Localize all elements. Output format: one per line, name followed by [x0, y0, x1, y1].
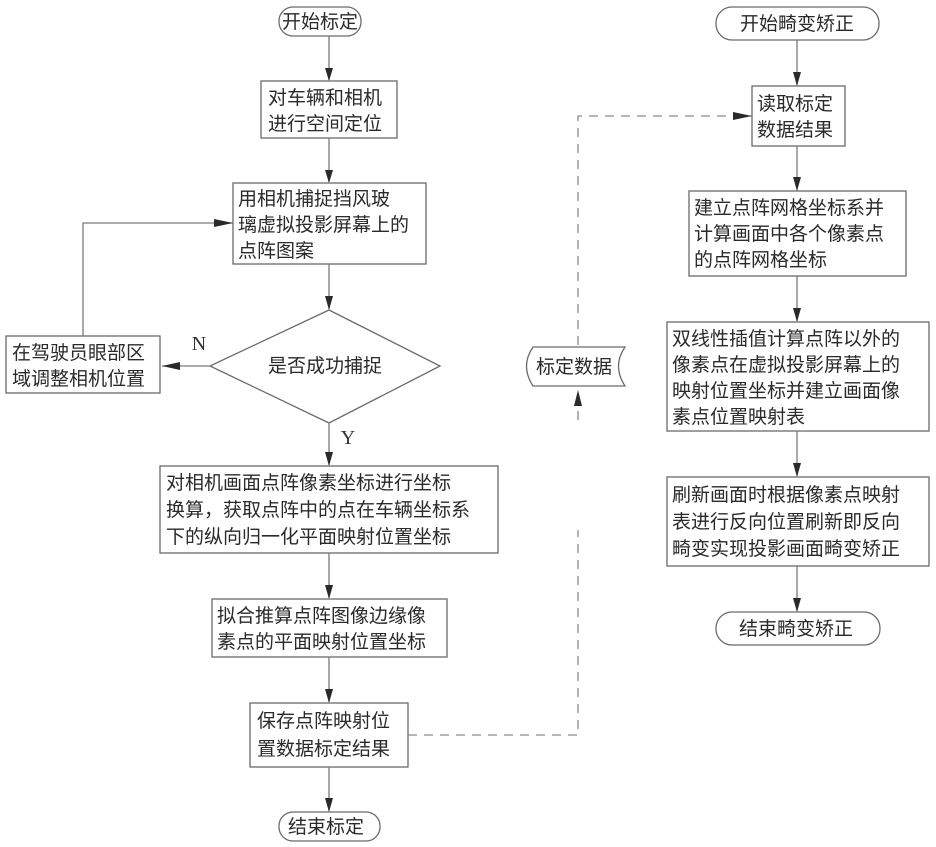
left-step2-line1: 用相机捕捉挡风玻: [238, 188, 390, 210]
dashed-connector-datastore-to-read: [577, 115, 752, 345]
right-step2-line3: 的点阵网格坐标: [694, 249, 827, 271]
arrow-down-icon: [793, 177, 801, 191]
right-step4-box: [666, 476, 930, 567]
left-step4-box: [211, 598, 448, 658]
adjust-line2: 域调整相机位置: [12, 368, 145, 390]
right-start-terminator: 开始畸变矫正: [715, 6, 880, 41]
left-start-label: 开始标定: [282, 11, 358, 33]
left-decision-capture-success: 是否成功捕捉: [208, 309, 442, 424]
left-step3-line3: 下的纵向归一化平面映射位置坐标: [166, 526, 451, 548]
right-end-terminator: 结束畸变矫正: [715, 611, 881, 646]
left-step3-line2: 换算，获取点阵中的点在车辆坐标系: [166, 499, 470, 521]
arrow-down-icon: [325, 296, 333, 310]
left-step1-line1: 对车辆和相机: [268, 87, 382, 109]
arrow-right-icon: [733, 112, 752, 120]
right-step4-line2: 表进行反向位置刷新即反向: [672, 511, 900, 533]
dashed-connector-save-to-datastore: [408, 530, 579, 736]
left-step-coordinate-conversion: 对相机画面点阵像素坐标进行坐标 换算，获取点阵中的点在车辆坐标系 下的纵向归一化…: [159, 465, 499, 554]
left-step1-box: [260, 80, 398, 139]
adjust-box: [5, 335, 161, 394]
right-step4-line1: 刷新画面时根据像素点映射: [672, 484, 900, 506]
left-start-terminator: 开始标定: [278, 6, 362, 37]
left-step4-line2: 素点的平面映射位置坐标: [217, 631, 426, 653]
arrow-right-icon: [214, 219, 233, 227]
left-step1-line2: 进行空间定位: [268, 113, 382, 135]
left-step2-line2: 璃虚拟投影屏幕上的: [238, 214, 409, 236]
right-step3-line1: 双线性插值计算点阵以外的: [672, 328, 900, 350]
arrow-left-icon: [162, 362, 180, 370]
left-step-edge-fitting: 拟合推算点阵图像边缘像 素点的平面映射位置坐标: [211, 598, 448, 658]
datastore-label: 标定数据: [536, 356, 612, 378]
right-start-label: 开始畸变矫正: [740, 13, 854, 35]
left-step-vehicle-camera-positioning: 对车辆和相机 进行空间定位: [260, 80, 398, 139]
arrow-down-icon: [325, 585, 333, 599]
arrow-down-icon: [325, 452, 333, 466]
right-step-read-calibration: 读取标定 数据结果: [751, 85, 846, 147]
arrow-down-icon: [325, 798, 333, 812]
left-step-adjust-camera: 在驾驶员眼部区 域调整相机位置: [5, 335, 161, 394]
left-step5-line2: 置数据标定结果: [257, 738, 390, 760]
arrow-down-icon: [325, 170, 333, 183]
right-end-label: 结束畸变矫正: [739, 618, 853, 640]
right-step1-box: [751, 85, 846, 147]
decision-no-label: N: [192, 333, 206, 355]
right-step1-line2: 数据结果: [757, 119, 833, 141]
left-start-shape: [278, 6, 362, 37]
right-step-bilinear-interpolation: 双线性插值计算点阵以外的 像素点在虚拟投影屏幕上的 映射位置坐标并建立画面像 素…: [666, 321, 930, 432]
adjust-line1: 在驾驶员眼部区: [12, 342, 145, 364]
left-end-terminator: 结束标定: [278, 811, 381, 842]
arrow-down-icon: [793, 598, 801, 612]
left-step5-line1: 保存点阵映射位: [257, 710, 390, 732]
right-step-refresh-correction: 刷新画面时根据像素点映射 表进行反向位置刷新即反向 畸变实现投影画面畸变矫正: [666, 476, 930, 567]
decision-yes-label: Y: [341, 427, 355, 449]
left-end-label: 结束标定: [288, 816, 364, 838]
left-step2-line3: 点阵图案: [238, 240, 314, 262]
left-end-shape: [278, 811, 381, 842]
right-step3-line3: 映射位置坐标并建立画面像: [672, 380, 900, 402]
right-step4-line3: 畸变实现投影画面畸变矫正: [672, 538, 900, 560]
arrow-down-icon: [325, 68, 333, 81]
arrow-down-icon: [325, 689, 333, 703]
right-end-shape: [715, 611, 881, 646]
datastore-calibration-data: 标定数据: [525, 346, 627, 387]
right-step2-line2: 计算画面中各个像素点: [694, 223, 884, 245]
arrow-down-icon: [793, 72, 801, 86]
left-step-capture-dot-pattern: 用相机捕捉挡风玻 璃虚拟投影屏幕上的 点阵图案: [232, 182, 427, 265]
left-step-save-results: 保存点阵映射位 置数据标定结果: [249, 702, 409, 768]
right-step-build-grid: 建立点阵网格坐标系并 计算画面中各个像素点 的点阵网格坐标: [688, 190, 907, 277]
right-step3-line4: 素点位置映射表: [672, 406, 805, 428]
decision-label: 是否成功捕捉: [268, 355, 382, 377]
datastore-shape: [525, 346, 627, 387]
left-step3-line1: 对相机画面点阵像素坐标进行坐标: [166, 472, 451, 494]
right-step3-box: [666, 321, 930, 432]
right-step3-line2: 像素点在虚拟投影屏幕上的: [672, 354, 900, 376]
right-step2-line1: 建立点阵网格坐标系并: [694, 197, 884, 219]
connector-adjust-loopback: [82, 222, 233, 336]
left-step3-box: [159, 465, 499, 554]
right-step2-box: [688, 190, 907, 277]
arrow-down-icon: [793, 308, 801, 322]
arrow-down-icon: [793, 463, 801, 477]
left-step4-line1: 拟合推算点阵图像边缘像: [217, 605, 426, 627]
arrow-up-icon: [574, 390, 582, 406]
right-step1-line1: 读取标定: [757, 93, 833, 115]
